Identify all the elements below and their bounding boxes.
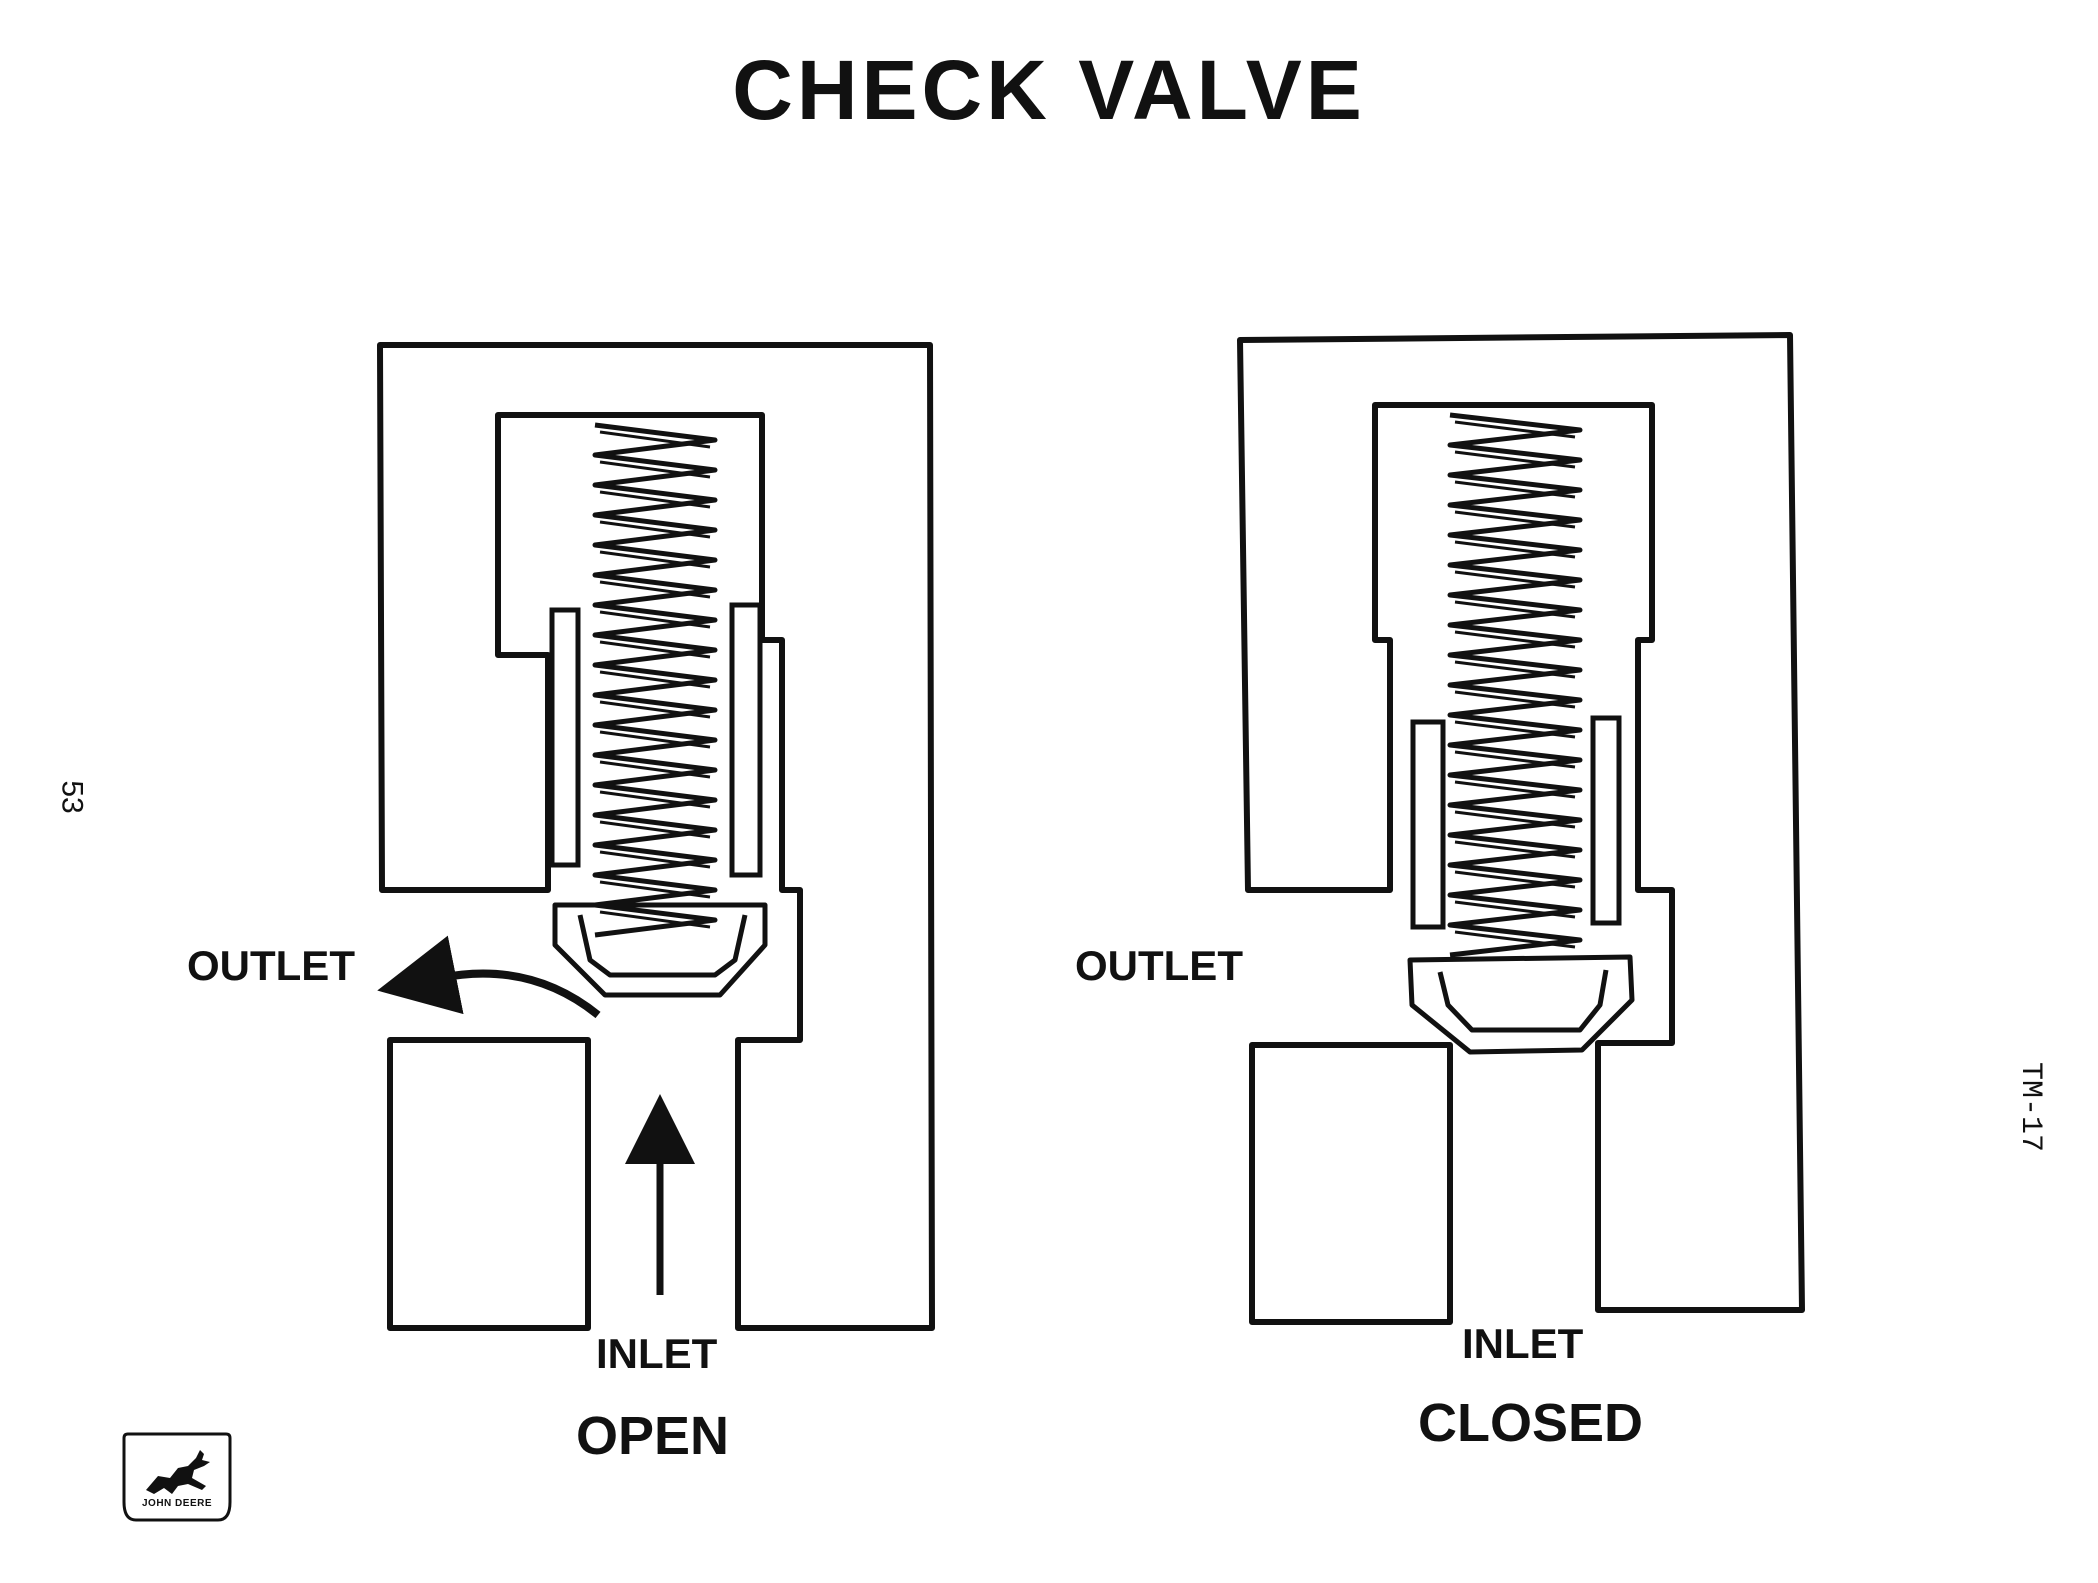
- closed-inlet-label: INLET: [1462, 1320, 1584, 1367]
- document-code: TM-17: [2013, 1061, 2048, 1153]
- open-valve-body: [377, 342, 935, 1331]
- open-state-label: OPEN: [576, 1406, 730, 1466]
- logo-text: JOHN DEERE: [141, 1498, 212, 1509]
- john-deere-logo: JOHN DEERE: [118, 1428, 236, 1524]
- open-inlet-label: INLET: [596, 1330, 718, 1377]
- page-number: 53: [55, 780, 89, 814]
- closed-valve-sleeve: [1410, 715, 1622, 930]
- open-outlet-label: OUTLET: [187, 942, 355, 989]
- open-valve-spring-inner: [599, 430, 711, 929]
- open-valve-sleeve: [549, 602, 763, 878]
- page-title: CHECK VALVE: [732, 43, 1366, 137]
- open-valve-poppet: [552, 902, 768, 998]
- closed-valve-spring-inner: [1454, 420, 1576, 949]
- open-valve-spring: [592, 422, 718, 938]
- deer-icon: [122, 1432, 232, 1522]
- closed-outlet-label: OUTLET: [1075, 942, 1243, 989]
- closed-valve-spring: [1447, 412, 1583, 958]
- closed-valve-poppet: [1407, 954, 1635, 1055]
- closed-state-label: CLOSED: [1418, 1393, 1644, 1453]
- outlet-flow-arrow: [377, 935, 601, 1019]
- closed-valve-body: [1237, 332, 1805, 1325]
